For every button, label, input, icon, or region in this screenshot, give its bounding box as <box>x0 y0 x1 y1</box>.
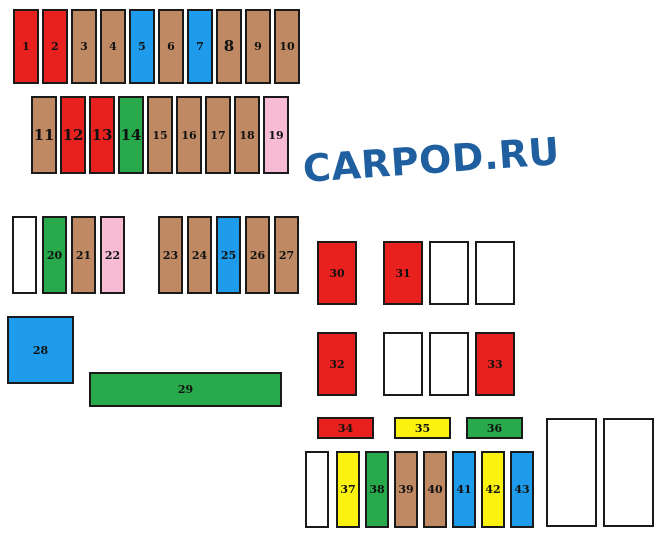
fuse-42: 42 <box>481 451 505 528</box>
fuse-27: 27 <box>274 216 299 294</box>
fuse-38: 38 <box>365 451 389 528</box>
fuse-30: 30 <box>317 241 357 305</box>
fuse-23: 23 <box>158 216 183 294</box>
fuse-label: 13 <box>91 125 113 144</box>
fuse-label: 35 <box>414 421 431 435</box>
fuse-label: 27 <box>278 248 295 262</box>
fuse-label: 26 <box>249 248 266 262</box>
fuse-7: 7 <box>187 9 213 84</box>
fuse-35: 35 <box>394 417 451 439</box>
fuse-label: 19 <box>268 128 284 142</box>
fuse-22: 22 <box>100 216 125 294</box>
fuse-2: 2 <box>42 9 68 84</box>
fuse-9: 9 <box>245 9 271 84</box>
fuse-24: 24 <box>187 216 212 294</box>
fuse-label: 31 <box>395 266 411 280</box>
fuse-4: 4 <box>100 9 126 84</box>
fuse-label: 33 <box>487 357 503 371</box>
fuse-label: 6 <box>167 40 175 53</box>
fuse-3: 3 <box>71 9 97 84</box>
fuse-label: 41 <box>456 483 472 496</box>
fuse-19: 19 <box>263 96 289 174</box>
fuse-label: 37 <box>340 483 356 496</box>
fuse-13: 13 <box>89 96 115 174</box>
fuse-10: 10 <box>274 9 300 84</box>
fuse-label: 15 <box>152 128 168 142</box>
fuse-label: 3 <box>80 40 88 53</box>
fuse-20: 20 <box>42 216 67 294</box>
fuse-label: 21 <box>75 248 92 262</box>
fuse-14: 14 <box>118 96 144 174</box>
fuse-31: 31 <box>383 241 423 305</box>
fuse-label: 16 <box>181 128 197 142</box>
fuse-label: 5 <box>138 40 146 53</box>
fuse-5: 5 <box>129 9 155 84</box>
fuse-36: 36 <box>466 417 523 439</box>
fuse-empty-slot <box>429 241 469 305</box>
fuse-34: 34 <box>317 417 374 439</box>
fuse-43: 43 <box>510 451 534 528</box>
fuse-label: 42 <box>485 483 501 496</box>
fuse-33: 33 <box>475 332 515 396</box>
fuse-21: 21 <box>71 216 96 294</box>
fuse-label: 23 <box>162 248 179 262</box>
fuse-label: 14 <box>120 125 142 144</box>
fuse-39: 39 <box>394 451 418 528</box>
fuse-26: 26 <box>245 216 270 294</box>
fuse-label: 1 <box>22 40 30 53</box>
fuse-label: 22 <box>104 248 121 262</box>
fuse-11: 11 <box>31 96 57 174</box>
fuse-label: 36 <box>486 421 503 435</box>
fuse-6: 6 <box>158 9 184 84</box>
watermark-text: CARPOD.RU <box>301 129 562 191</box>
fuse-empty-slot <box>546 418 597 527</box>
fuse-8: 8 <box>216 9 242 84</box>
fuse-label: 11 <box>33 125 55 144</box>
fuse-label: 24 <box>191 248 208 262</box>
fuse-25: 25 <box>216 216 241 294</box>
fuse-label: 2 <box>51 40 59 53</box>
fuse-15: 15 <box>147 96 173 174</box>
fuse-empty-slot <box>475 241 515 305</box>
fuse-12: 12 <box>60 96 86 174</box>
fuse-label: 25 <box>220 248 237 262</box>
fuse-1: 1 <box>13 9 39 84</box>
fuse-label: 29 <box>177 383 194 396</box>
fuse-41: 41 <box>452 451 476 528</box>
fuse-40: 40 <box>423 451 447 528</box>
fuse-label: 12 <box>62 125 84 144</box>
fuse-17: 17 <box>205 96 231 174</box>
fuse-label: 8 <box>223 37 235 55</box>
fuse-label: 17 <box>210 128 226 142</box>
fuse-29: 29 <box>89 372 282 407</box>
fuse-label: 18 <box>239 128 255 142</box>
fuse-label: 4 <box>109 40 117 53</box>
fuse-label: 7 <box>196 40 204 53</box>
fuse-label: 10 <box>279 40 295 53</box>
fuse-32: 32 <box>317 332 357 396</box>
fuse-empty-slot <box>603 418 654 527</box>
fuse-37: 37 <box>336 451 360 528</box>
fuse-label: 38 <box>369 483 385 496</box>
fuse-empty-slot <box>12 216 37 294</box>
fuse-28: 28 <box>7 316 74 384</box>
fuse-label: 34 <box>337 421 354 435</box>
fuse-empty-slot <box>383 332 423 396</box>
fuse-label: 39 <box>398 483 414 496</box>
fuse-empty-slot <box>305 451 329 528</box>
fuse-label: 30 <box>329 266 345 280</box>
fuse-18: 18 <box>234 96 260 174</box>
fuse-label: 9 <box>254 40 262 53</box>
fuse-label: 43 <box>514 483 530 496</box>
fuse-empty-slot <box>429 332 469 396</box>
fuse-16: 16 <box>176 96 202 174</box>
fuse-label: 32 <box>329 357 345 371</box>
fuse-label: 28 <box>32 343 49 357</box>
fuse-label: 40 <box>427 483 443 496</box>
fuse-label: 20 <box>46 248 63 262</box>
